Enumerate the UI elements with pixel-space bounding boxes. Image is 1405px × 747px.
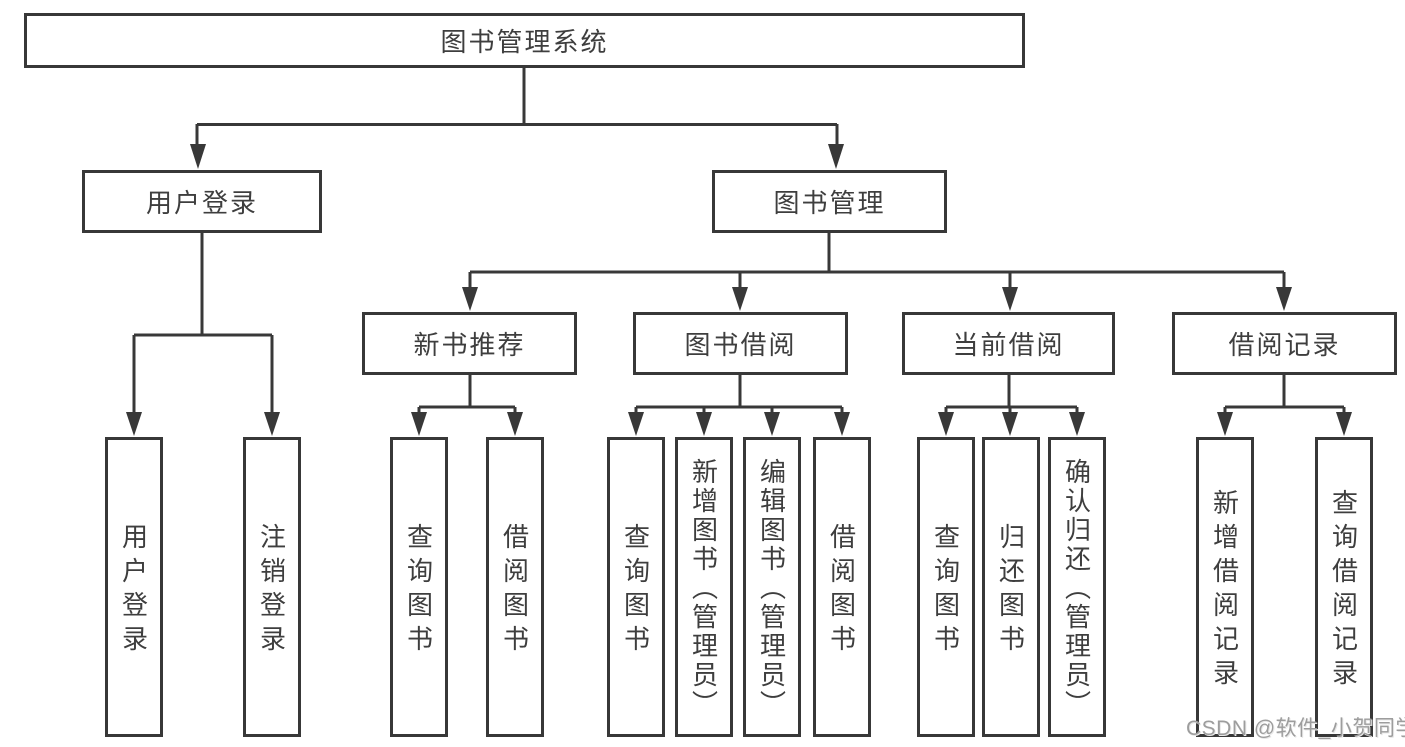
- arrow-icon: [732, 287, 748, 311]
- arrow-icon: [938, 412, 954, 436]
- node-book-management: 图书管理: [712, 170, 947, 233]
- leaf-label: 编辑图书（管理员）: [756, 458, 787, 719]
- leaf-logout: 注销登录: [243, 437, 301, 737]
- leaf-confirm-return-admin: 确认归还（管理员）: [1048, 437, 1106, 737]
- leaf-user-login: 用户登录: [105, 437, 163, 737]
- leaf-label: 查询图书: [403, 523, 434, 659]
- arrow-icon: [462, 287, 478, 311]
- leaf-label: 借阅图书: [499, 523, 530, 659]
- leaf-label: 新增借阅记录: [1209, 489, 1240, 693]
- arrow-icon: [1002, 412, 1018, 436]
- node-current-borrow: 当前借阅: [902, 312, 1115, 375]
- leaf-label: 归还图书: [995, 523, 1026, 659]
- arrow-icon: [507, 412, 523, 436]
- node-user-login: 用户登录: [82, 170, 322, 233]
- arrow-icon: [190, 144, 206, 169]
- arrow-icon: [1336, 412, 1352, 436]
- arrow-icon: [1069, 412, 1085, 436]
- leaf-label: 查询图书: [620, 523, 651, 659]
- leaf-label: 查询图书: [930, 523, 961, 659]
- arrow-icon: [411, 412, 427, 436]
- arrowheads: [126, 144, 1352, 436]
- arrow-icon: [834, 412, 850, 436]
- node-new-book-recommend: 新书推荐: [362, 312, 577, 375]
- arrow-icon: [126, 412, 142, 436]
- leaf-query-borrow-record: 查询借阅记录: [1315, 437, 1373, 737]
- node-borrow-records: 借阅记录: [1172, 312, 1397, 375]
- leaf-add-borrow-record: 新增借阅记录: [1196, 437, 1254, 737]
- leaf-borrow-books: 借阅图书: [813, 437, 871, 737]
- arrow-icon: [1002, 287, 1018, 311]
- arrow-icon: [1217, 412, 1233, 436]
- watermark-text: CSDN @软件_小贺同学: [1186, 717, 1405, 740]
- leaf-label: 确认归还（管理员）: [1061, 458, 1092, 719]
- leaf-borrow-books-recommend: 借阅图书: [486, 437, 544, 737]
- leaf-label: 查询借阅记录: [1328, 489, 1359, 693]
- connector-path: [132, 68, 1346, 412]
- arrow-icon: [1276, 287, 1292, 311]
- arrow-icon: [264, 412, 280, 436]
- leaf-query-books-borrow: 查询图书: [607, 437, 665, 737]
- leaf-query-books-recommend: 查询图书: [390, 437, 448, 737]
- node-book-borrow: 图书借阅: [633, 312, 848, 375]
- leaf-query-books-current: 查询图书: [917, 437, 975, 737]
- leaf-label: 注销登录: [256, 523, 287, 659]
- arrow-icon: [764, 412, 780, 436]
- arrow-icon: [828, 144, 844, 169]
- node-book-system: 图书管理系统: [24, 13, 1025, 68]
- leaf-label: 新增图书（管理员）: [688, 458, 719, 719]
- leaf-return-book: 归还图书: [982, 437, 1040, 737]
- arrow-icon: [628, 412, 644, 436]
- leaf-label: 用户登录: [118, 523, 149, 659]
- leaf-label: 借阅图书: [826, 523, 857, 659]
- arrow-icon: [696, 412, 712, 436]
- leaf-add-book-admin: 新增图书（管理员）: [675, 437, 733, 737]
- leaf-edit-book-admin: 编辑图书（管理员）: [743, 437, 801, 737]
